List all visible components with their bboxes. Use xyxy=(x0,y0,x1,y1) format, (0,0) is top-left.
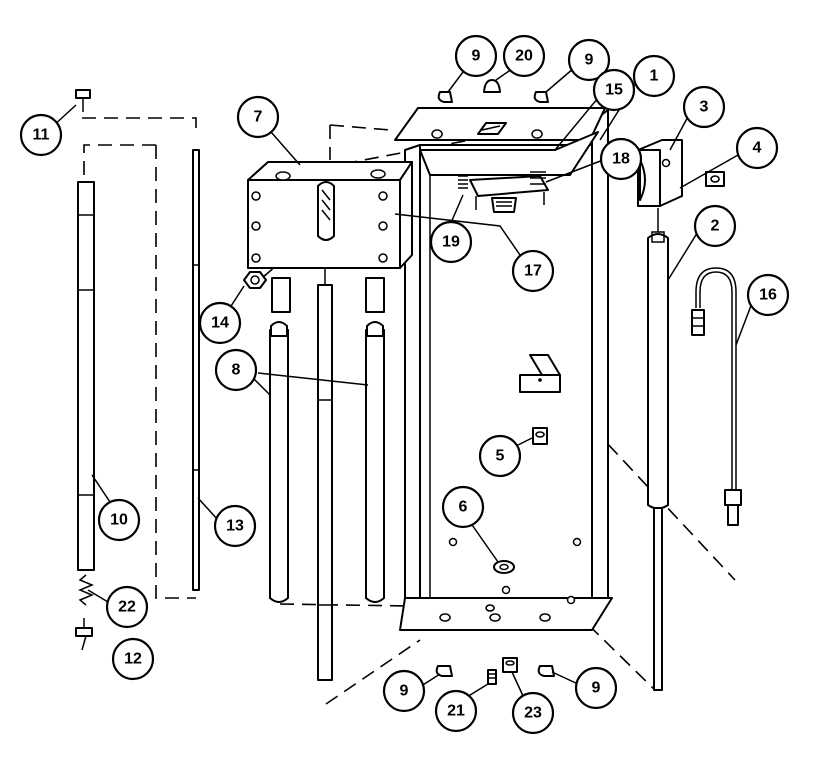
callout-4: 4 xyxy=(735,126,779,170)
callout-9-top-left-label: 9 xyxy=(472,48,481,65)
clip-part-9-top-left xyxy=(437,91,453,103)
callout-7-label: 7 xyxy=(254,109,263,126)
callout-20: 20 xyxy=(502,34,546,78)
cable-part-16 xyxy=(691,267,742,526)
callout-19-label: 19 xyxy=(442,234,460,251)
callout-15-label: 15 xyxy=(605,82,623,99)
callout-9-bottom-right-label: 9 xyxy=(592,680,601,697)
washer-part-6 xyxy=(493,560,515,574)
callout-18: 18 xyxy=(599,137,643,181)
callout-9-top-right-label: 9 xyxy=(585,52,594,69)
callout-9-bottom-right: 9 xyxy=(574,666,618,710)
nut-part-5 xyxy=(532,427,548,445)
screw-part-12 xyxy=(75,618,93,637)
callout-5-label: 5 xyxy=(496,448,505,465)
bracket-part-5 xyxy=(519,354,561,393)
callout-14: 14 xyxy=(198,301,242,345)
callout-12: 12 xyxy=(111,637,155,681)
callout-19: 19 xyxy=(429,220,473,264)
callout-9-bottom-left: 9 xyxy=(382,669,426,713)
spacer-part-23 xyxy=(502,657,518,673)
callout-11-label: 11 xyxy=(33,127,50,144)
hex-nut-part-14 xyxy=(243,271,267,289)
clip-part-9-top-right xyxy=(533,91,549,103)
rod-part-10 xyxy=(77,181,95,571)
callout-18-label: 18 xyxy=(612,151,630,168)
callout-9-top-left: 9 xyxy=(454,34,498,78)
callout-12-label: 12 xyxy=(124,651,142,668)
spring-part-22 xyxy=(78,574,94,606)
callout-13-label: 13 xyxy=(226,518,244,535)
callout-23: 23 xyxy=(511,691,555,735)
callout-14-label: 14 xyxy=(211,315,229,332)
block-part-3 xyxy=(637,139,683,207)
callout-20-label: 20 xyxy=(515,48,533,65)
callout-16: 16 xyxy=(746,273,790,317)
tubes-part-8 xyxy=(269,284,385,681)
frame-cross-bracket xyxy=(419,131,599,176)
screw-part-21 xyxy=(487,669,497,685)
callout-7: 7 xyxy=(236,95,280,139)
callout-21: 21 xyxy=(434,689,478,733)
callout-9-bottom-left-label: 9 xyxy=(400,683,409,700)
callout-21-label: 21 xyxy=(447,703,465,720)
callout-2-label: 2 xyxy=(711,218,720,235)
callout-11: 11 xyxy=(19,113,63,157)
callout-6: 6 xyxy=(441,485,485,529)
callout-4-label: 4 xyxy=(753,140,762,157)
callout-9-top-right: 9 xyxy=(567,38,611,82)
cylinder-part-2 xyxy=(647,208,669,691)
callout-17-label: 17 xyxy=(524,263,542,280)
callout-16-label: 16 xyxy=(759,287,777,304)
cap-part-20 xyxy=(483,79,501,93)
callout-23-label: 23 xyxy=(524,705,542,722)
clip-part-9-bottom-left xyxy=(435,665,453,677)
callout-10-label: 10 xyxy=(110,512,128,529)
spring-clip-part-17 xyxy=(458,171,549,213)
callout-22: 22 xyxy=(105,585,149,629)
callout-1: 1 xyxy=(632,54,676,98)
callout-3-label: 3 xyxy=(700,99,709,116)
callout-8: 8 xyxy=(214,348,258,392)
callout-10: 10 xyxy=(97,498,141,542)
callout-8-label: 8 xyxy=(232,362,241,379)
callout-3: 3 xyxy=(682,85,726,129)
callout-17: 17 xyxy=(511,249,555,293)
callout-2: 2 xyxy=(693,204,737,248)
callout-1-label: 1 xyxy=(650,68,659,85)
main-frame-part-1 xyxy=(394,107,613,631)
rod-part-13 xyxy=(192,149,200,591)
callout-22-label: 22 xyxy=(118,599,136,616)
pin-part-11 xyxy=(75,89,91,112)
clip-part-9-bottom-right xyxy=(537,665,555,677)
callout-13: 13 xyxy=(213,504,257,548)
callout-15: 15 xyxy=(592,68,636,112)
callout-6-label: 6 xyxy=(459,499,468,516)
callout-5: 5 xyxy=(478,434,522,478)
nut-part-4 xyxy=(705,171,725,187)
